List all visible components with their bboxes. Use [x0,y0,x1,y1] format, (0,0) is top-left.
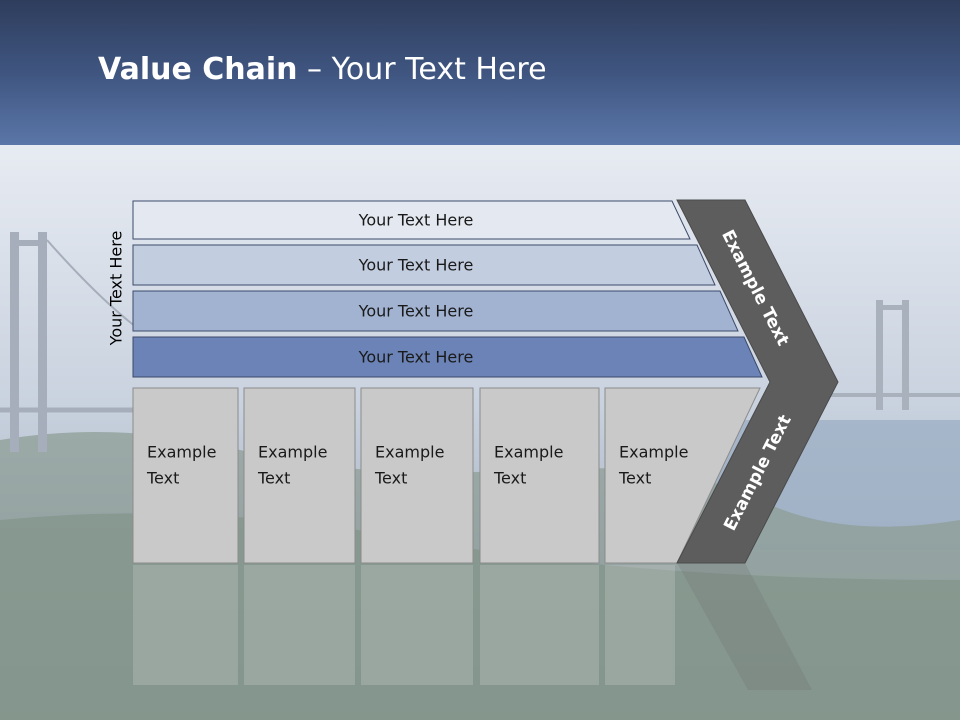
activity-box-text: Text [493,469,526,488]
primary-activity-box-2 [243,387,356,564]
activity-bar-label: Your Text Here [358,348,474,367]
primary-activity-box-3 [360,387,474,564]
activity-bar-label: Your Text Here [358,302,474,321]
activity-bar-1 [132,200,691,240]
activity-box-text: Text [618,469,651,488]
title-banner: Value Chain – Your Text Here [0,0,960,145]
activity-bar-label: Your Text Here [358,211,474,230]
activity-box-text: Example [619,443,688,462]
activity-box-text: Example [258,443,327,462]
activity-box-text: Example [375,443,444,462]
reflection [133,563,812,690]
activity-bar-2 [132,244,716,286]
value-chain-arrow [676,199,839,564]
primary-activity-box-4 [479,387,600,564]
activity-box-text: Text [146,469,179,488]
primary-activity-box-1 [132,387,239,564]
activity-box-text: Text [374,469,407,488]
activity-box-text: Example [494,443,563,462]
activity-bar-label: Your Text Here [358,256,474,275]
activity-box-text: Text [257,469,290,488]
activity-box-text: Example [147,443,216,462]
slide-title: Value Chain – Your Text Here [98,52,547,87]
activity-bar-4 [132,336,763,378]
slide-title-rest: – Your Text Here [297,52,547,87]
activity-bar-3 [132,290,739,332]
slide-title-bold: Value Chain [98,52,298,87]
